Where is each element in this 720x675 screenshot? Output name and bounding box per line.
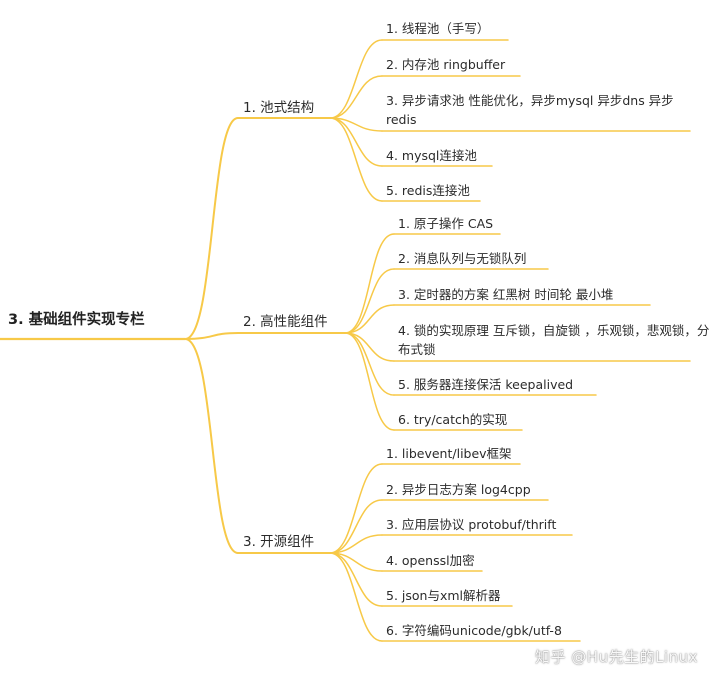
leaf-protobuf[interactable]: 3. 应用层协议 protobuf/thrift [386, 517, 557, 532]
root-branch-link-2 [184, 332, 239, 340]
leaf-link-2-6 [344, 332, 395, 431]
leaf-link-1-5 [329, 117, 383, 202]
leaf-link-2-4 [344, 332, 395, 362]
leaf-link-1-2 [329, 75, 383, 119]
leaf-link-3-5 [329, 552, 383, 607]
leaf-locks[interactable]: 4. 锁的实现原理 互斥锁，自旋锁 ，乐观锁，悲观锁，分布式锁 [398, 323, 710, 357]
leaf-async-request-pool[interactable]: 3. 异步请求池 性能优化，异步mysql 异步dns 异步redis [386, 93, 674, 127]
leaf-link-3-6 [329, 552, 383, 642]
leaf-timer[interactable]: 3. 定时器的方案 红黑树 时间轮 最小堆 [398, 287, 614, 302]
leaf-log4cpp[interactable]: 2. 异步日志方案 log4cpp [386, 482, 531, 497]
leaf-link-3-2 [329, 499, 383, 554]
leaf-link-2-1 [344, 233, 395, 334]
mindmap-links [0, 39, 691, 642]
leaf-link-2-2 [344, 268, 395, 334]
leaf-libevent[interactable]: 1. libevent/libev框架 [386, 446, 512, 461]
leaf-thread-pool[interactable]: 1. 线程池（手写） [386, 21, 490, 36]
watermark-text: 知乎 @Hu先生的Linux [535, 648, 698, 666]
leaf-atomic-cas[interactable]: 1. 原子操作 CAS [398, 216, 494, 231]
leaf-encoding[interactable]: 6. 字符编码unicode/gbk/utf-8 [386, 623, 562, 638]
leaf-mysql-pool[interactable]: 4. mysql连接池 [386, 148, 477, 163]
branch-open-source[interactable]: 3. 开源组件 [243, 534, 315, 550]
leaf-json-xml[interactable]: 5. json与xml解析器 [386, 588, 501, 603]
leaf-link-3-3 [329, 534, 383, 554]
root-node[interactable]: 3. 基础组件实现专栏 [8, 312, 145, 328]
branch-high-performance[interactable]: 2. 高性能组件 [243, 314, 328, 330]
leaf-memory-pool[interactable]: 2. 内存池 ringbuffer [386, 57, 506, 72]
leaf-redis-pool[interactable]: 5. redis连接池 [386, 183, 470, 198]
root-branch-link-3 [184, 338, 239, 554]
leaf-openssl[interactable]: 4. openssl加密 [386, 553, 475, 568]
leaf-try-catch[interactable]: 6. try/catch的实现 [398, 412, 508, 427]
leaf-keepalived[interactable]: 5. 服务器连接保活 keepalived [398, 377, 574, 392]
root-branch-link-1 [184, 117, 239, 340]
leaf-link-1-1 [329, 39, 383, 119]
leaf-link-2-3 [344, 304, 395, 334]
leaf-message-queue[interactable]: 2. 消息队列与无锁队列 [398, 251, 527, 266]
leaf-link-2-5 [344, 332, 395, 396]
branch-pool-structures[interactable]: 1. 池式结构 [243, 100, 315, 116]
leaf-link-1-4 [329, 117, 383, 167]
leaf-link-3-1 [329, 463, 383, 554]
